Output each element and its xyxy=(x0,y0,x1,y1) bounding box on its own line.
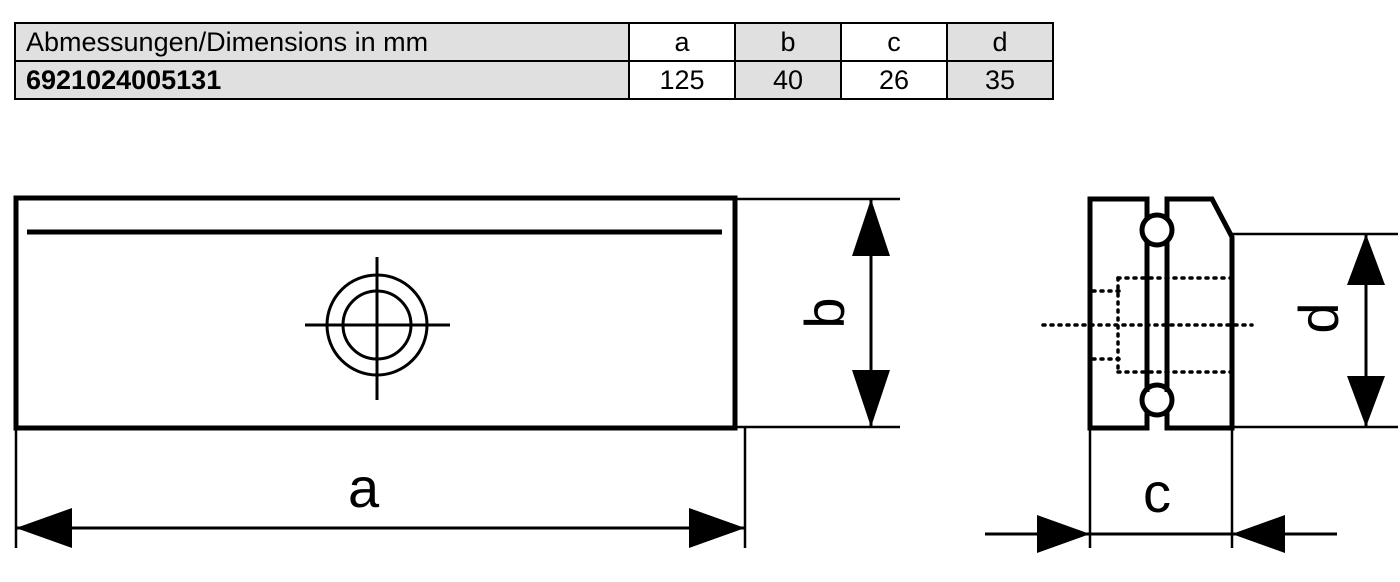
dimensions-title-cell: Abmessungen/Dimensions in mm xyxy=(14,22,630,62)
hole-outer-circle xyxy=(325,273,429,377)
dim-c-arrow-left xyxy=(1037,515,1090,553)
slot-top-circle xyxy=(1139,212,1175,248)
header-col-d: d xyxy=(946,22,1054,62)
dimension-a xyxy=(14,428,747,548)
table-header-row: Abmessungen/Dimensions in mm a b c d xyxy=(14,22,1054,62)
table-row: 6921024005131 125 40 26 35 xyxy=(14,60,1054,100)
value-col-c: 26 xyxy=(840,60,948,100)
dim-d-arrow-top xyxy=(1347,234,1385,285)
dim-a-arrow-left xyxy=(16,508,72,548)
dimensions-table: Abmessungen/Dimensions in mm a b c d 692… xyxy=(14,22,1054,100)
side-view-left-block xyxy=(1087,196,1150,431)
side-view xyxy=(1041,196,1254,431)
side-view-hidden-lines xyxy=(1041,276,1254,374)
header-col-b: b xyxy=(734,22,842,62)
value-col-a: 125 xyxy=(628,60,736,100)
value-col-d: 35 xyxy=(946,60,1054,100)
dim-label-b: b xyxy=(793,297,856,329)
dim-b-arrow-bottom xyxy=(852,370,890,427)
header-col-c: c xyxy=(840,22,948,62)
dim-a-arrow-right xyxy=(689,508,745,548)
dim-label-c: c xyxy=(1143,461,1171,524)
slot-bottom-circle xyxy=(1139,382,1175,418)
part-number-cell: 6921024005131 xyxy=(14,60,630,100)
header-col-a: a xyxy=(628,22,736,62)
dim-d-arrow-bottom xyxy=(1347,376,1385,427)
hole-inner-circle xyxy=(341,289,413,361)
front-view xyxy=(13,195,738,431)
front-view-outline xyxy=(13,195,738,431)
dim-b-arrow-top xyxy=(852,199,890,256)
dim-label-d: d xyxy=(1287,302,1350,334)
dim-c-arrow-right xyxy=(1232,515,1285,553)
dim-label-a: a xyxy=(348,456,380,519)
value-col-b: 40 xyxy=(734,60,842,100)
side-view-right-block xyxy=(1164,196,1235,431)
